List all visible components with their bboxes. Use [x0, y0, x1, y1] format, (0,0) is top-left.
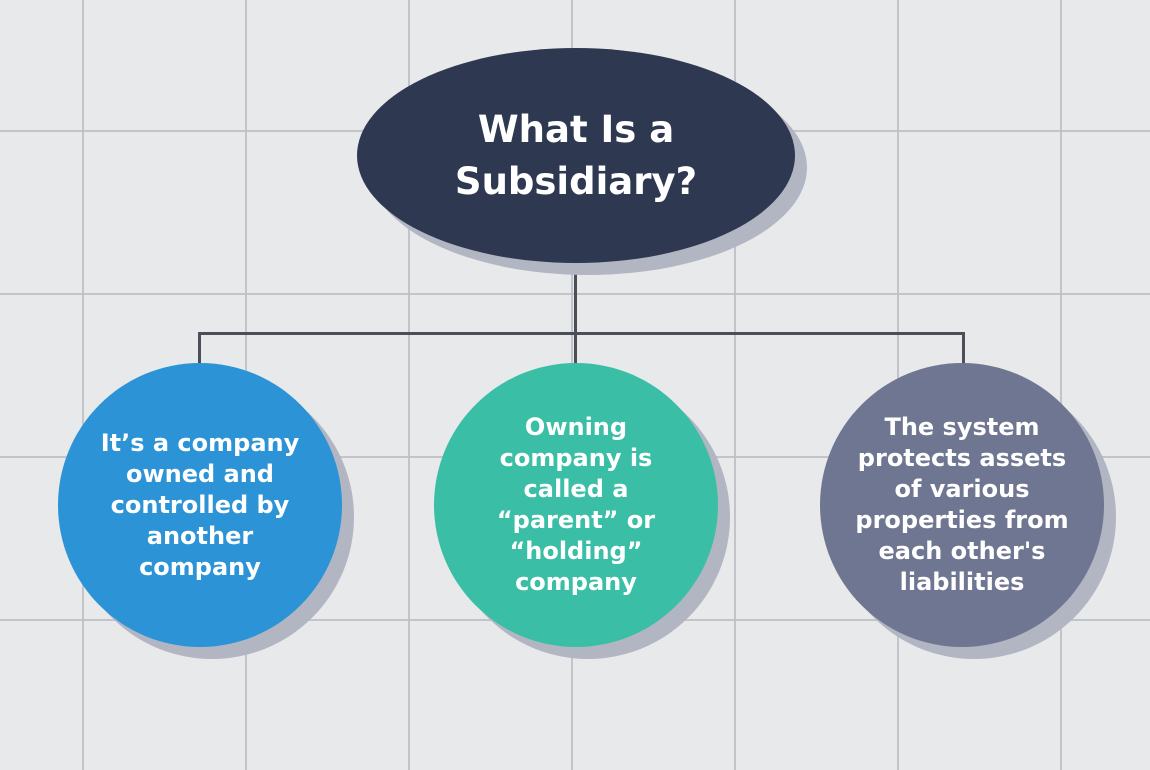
child-node-3: The system protects assets of various pr…	[820, 363, 1104, 647]
child-node-2-text: Owning company is called a “parent” or “…	[496, 413, 656, 596]
child-node-2: Owning company is called a “parent” or “…	[434, 363, 718, 647]
root-node-title: What Is a Subsidiary?	[454, 107, 698, 203]
connector-right-drop	[962, 332, 965, 364]
connector-root-stem	[574, 262, 577, 334]
connector-horizontal-bar	[198, 332, 965, 335]
child-node-1-text: It’s a company owned and controlled by a…	[100, 428, 300, 581]
child-node-1: It’s a company owned and controlled by a…	[58, 363, 342, 647]
child-node-3-text: The system protects assets of various pr…	[855, 413, 1069, 596]
connector-center-drop	[574, 332, 577, 364]
connector-left-drop	[198, 332, 201, 364]
root-node: What Is a Subsidiary?	[357, 48, 795, 263]
